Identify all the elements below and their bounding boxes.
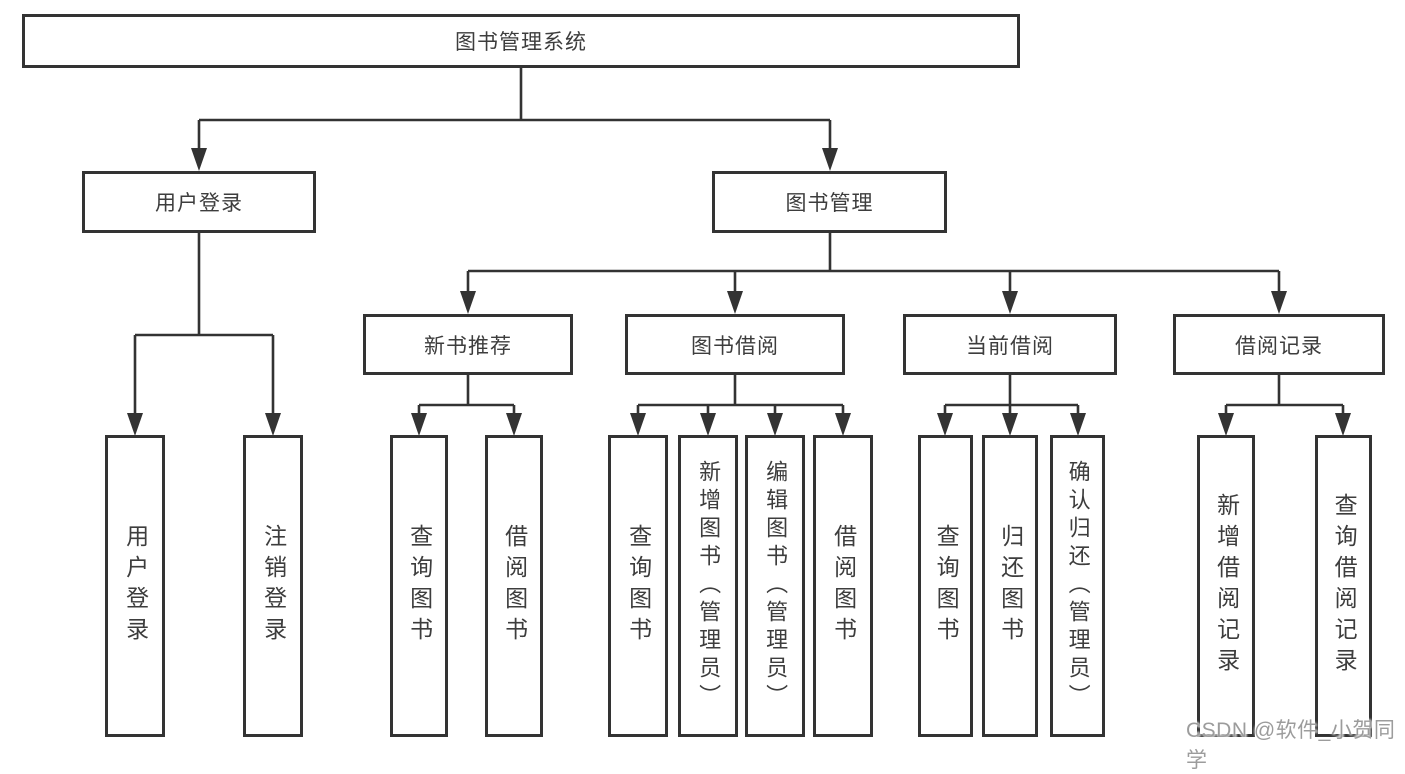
- arrowheads: [127, 148, 1351, 436]
- leaf-logout-label: 注销登录: [260, 524, 287, 648]
- leaf-recommend-query-books-label: 查询图书: [406, 524, 433, 648]
- leaf-recommend-borrow-books: 借阅图书: [485, 435, 543, 737]
- leaf-user-login: 用户登录: [105, 435, 165, 737]
- node-user-login-label: 用户登录: [155, 192, 243, 215]
- leaf-current-query-books: 查询图书: [918, 435, 973, 737]
- leaf-logout: 注销登录: [243, 435, 303, 737]
- leaf-confirm-return-admin: 确认归还（管理员）: [1050, 435, 1105, 737]
- leaf-confirm-return-admin-label: 确认归还（管理员）: [1065, 460, 1091, 712]
- connector-lines: [133, 68, 1345, 417]
- node-book-borrowing: 图书借阅: [625, 314, 845, 375]
- leaf-return-books: 归还图书: [982, 435, 1038, 737]
- node-current-borrowing-label: 当前借阅: [966, 334, 1054, 358]
- connector-layer: [127, 68, 1351, 436]
- node-new-book-recommendation: 新书推荐: [363, 314, 573, 375]
- node-root-label: 图书管理系统: [455, 31, 587, 54]
- leaf-add-borrow-record: 新增借阅记录: [1197, 435, 1255, 737]
- leaf-current-query-books-label: 查询图书: [933, 524, 960, 648]
- leaf-edit-books-admin: 编辑图书（管理员）: [745, 435, 805, 737]
- leaf-borrowing-borrow-books-label: 借阅图书: [830, 524, 857, 648]
- node-book-management: 图书管理: [712, 171, 947, 233]
- node-borrowing-records: 借阅记录: [1173, 314, 1385, 375]
- leaf-borrowing-query-books: 查询图书: [608, 435, 668, 737]
- node-current-borrowing: 当前借阅: [903, 314, 1117, 375]
- leaf-query-borrow-record: 查询借阅记录: [1315, 435, 1372, 737]
- leaf-query-borrow-record-label: 查询借阅记录: [1331, 493, 1358, 679]
- leaf-borrowing-borrow-books: 借阅图书: [813, 435, 873, 737]
- node-new-book-recommendation-label: 新书推荐: [424, 334, 512, 358]
- leaf-recommend-borrow-books-label: 借阅图书: [501, 524, 528, 648]
- leaf-recommend-query-books: 查询图书: [390, 435, 448, 737]
- leaf-add-borrow-record-label: 新增借阅记录: [1213, 493, 1240, 679]
- node-user-login: 用户登录: [82, 171, 316, 233]
- node-root: 图书管理系统: [22, 14, 1020, 68]
- leaf-return-books-label: 归还图书: [997, 524, 1024, 648]
- leaf-edit-books-admin-label: 编辑图书（管理员）: [763, 460, 789, 712]
- node-borrowing-records-label: 借阅记录: [1235, 334, 1323, 358]
- leaf-borrowing-query-books-label: 查询图书: [625, 524, 652, 648]
- node-book-borrowing-label: 图书借阅: [691, 334, 779, 358]
- node-book-management-label: 图书管理: [785, 192, 874, 215]
- leaf-user-login-label: 用户登录: [122, 524, 149, 648]
- leaf-add-books-admin-label: 新增图书（管理员）: [696, 460, 722, 712]
- leaf-add-books-admin: 新增图书（管理员）: [678, 435, 738, 737]
